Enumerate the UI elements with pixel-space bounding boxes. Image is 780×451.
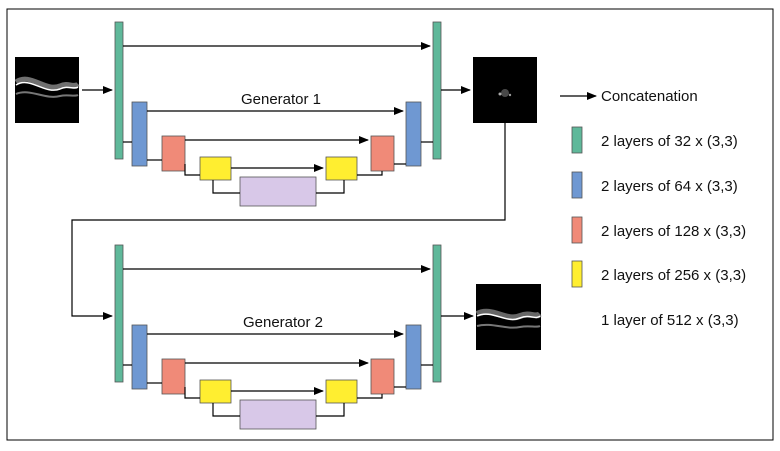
g2-enc-128-block xyxy=(161,358,186,395)
g2-dec-32-block xyxy=(432,244,442,383)
legend-label-512: 1 layer of 512 x (3,3) xyxy=(601,312,739,329)
g1-enc-256-block xyxy=(199,156,232,181)
legend-label-64: 2 layers of 64 x (3,3) xyxy=(601,178,738,195)
g2-enc-256-block xyxy=(199,379,232,404)
legend-swatch-256 xyxy=(571,260,583,288)
generator-1-label: Generator 1 xyxy=(241,91,321,108)
legend-swatch-64 xyxy=(571,171,583,199)
g1-enc-32-block xyxy=(114,21,124,160)
g1-dec-32-block xyxy=(432,21,442,160)
g2-enc-32-block xyxy=(114,244,124,383)
input-image xyxy=(14,57,80,123)
legend-label-128: 2 layers of 128 x (3,3) xyxy=(601,223,746,240)
g2-bottleneck-512-block xyxy=(239,399,317,430)
outer-frame xyxy=(6,8,774,441)
g2-dec-256-block xyxy=(325,379,358,404)
generator-1: Generator 1 xyxy=(114,21,442,207)
generator-2-label: Generator 2 xyxy=(243,314,323,331)
g1-enc-64-block xyxy=(131,101,148,167)
g1-enc-128-block xyxy=(161,135,186,172)
g1-dec-128-block xyxy=(370,135,395,172)
g1-to-g2-connector xyxy=(71,123,506,320)
legend-swatch-32 xyxy=(571,126,583,154)
g2-dec-64-block xyxy=(405,324,422,390)
g1-bottleneck-512-block xyxy=(239,176,317,207)
g2-enc-64-block xyxy=(131,324,148,390)
legend-label-256: 2 layers of 256 x (3,3) xyxy=(601,267,746,284)
generator-2: Generator 2 xyxy=(114,244,442,430)
intermediate-output-image xyxy=(473,57,537,123)
legend-concatenation-label: Concatenation xyxy=(601,88,698,105)
final-output-image xyxy=(475,284,543,350)
g2-dec-128-block xyxy=(370,358,395,395)
g1-dec-64-block xyxy=(405,101,422,167)
legend-swatch-128 xyxy=(571,216,583,244)
legend: Concatenation 2 layers of 32 x (3,3) 2 l… xyxy=(560,88,746,329)
g1-dec-256-block xyxy=(325,156,358,181)
legend-label-32: 2 layers of 32 x (3,3) xyxy=(601,133,738,150)
